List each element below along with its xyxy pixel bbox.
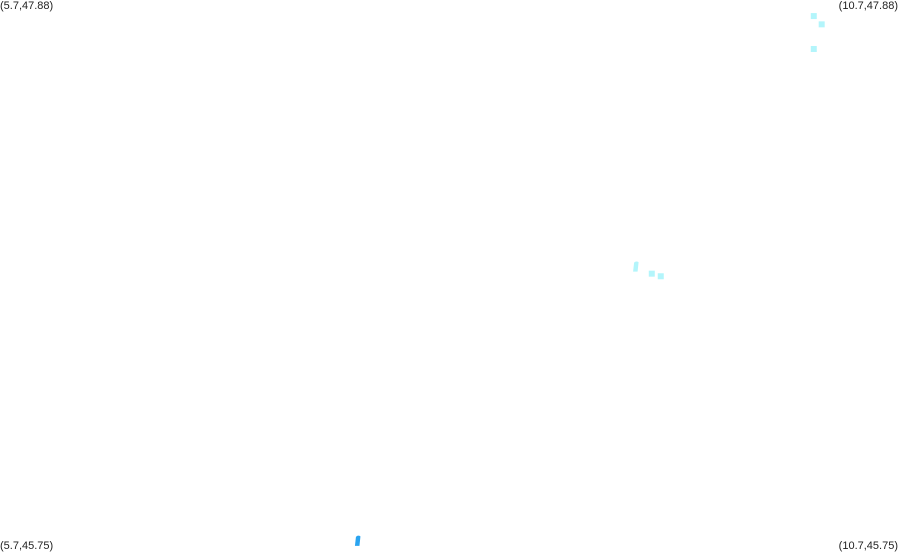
corner-coord-bottom-left: (5.7,45.75) [0, 540, 54, 552]
features-layer [354, 13, 825, 546]
map-feature-light-cyan-2[interactable] [810, 45, 817, 52]
map-feature-blue-6[interactable] [354, 535, 361, 546]
map-feature-light-cyan-5[interactable] [657, 273, 664, 280]
map-feature-light-cyan-1[interactable] [818, 21, 825, 28]
corner-coord-top-right: (10.7,47.88) [838, 0, 898, 12]
corner-coord-top-left: (5.7,47.88) [0, 0, 54, 12]
map-feature-light-cyan-3[interactable] [633, 261, 639, 272]
corner-coord-bottom-right: (10.7,45.75) [838, 540, 898, 552]
map-feature-light-cyan-0[interactable] [810, 13, 817, 20]
map-feature-light-cyan-4[interactable] [648, 270, 655, 277]
